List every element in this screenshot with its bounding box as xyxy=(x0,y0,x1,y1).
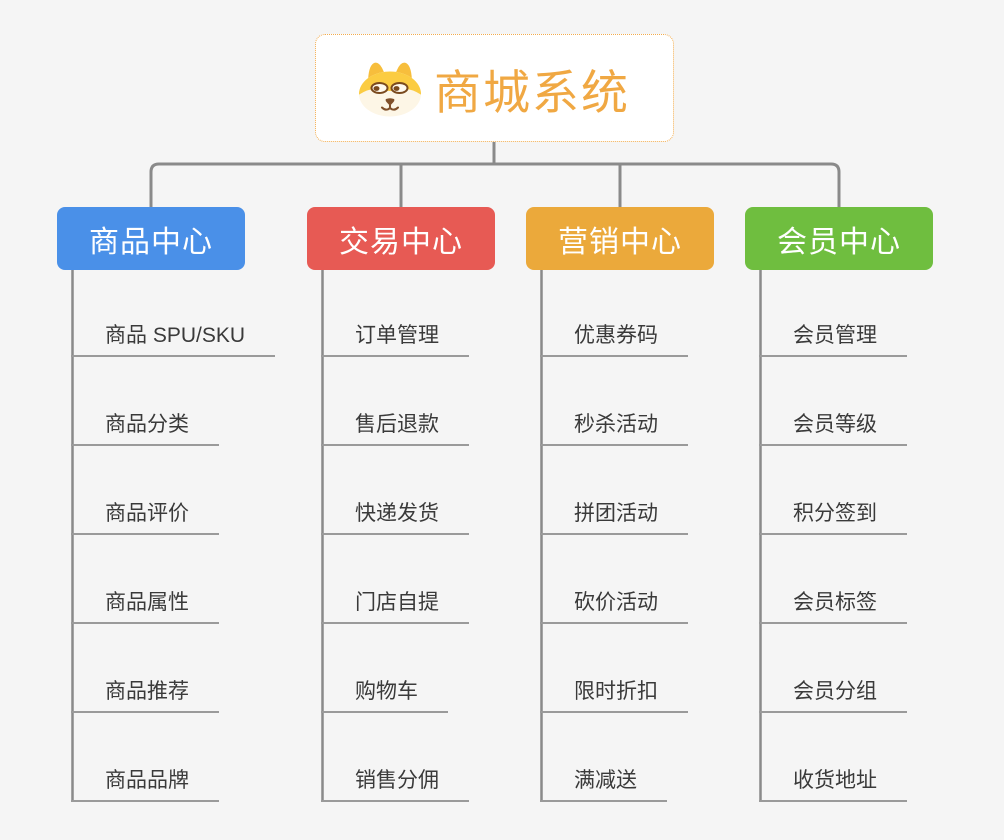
leaf-label: 商品 SPU/SKU xyxy=(105,324,246,347)
leaf-node[interactable]: 满减送 xyxy=(540,768,667,802)
leaf-node[interactable]: 商品品牌 xyxy=(71,768,219,802)
leaf-label: 订单管理 xyxy=(355,324,439,347)
leaf-label: 商品品牌 xyxy=(105,769,189,792)
leaf-node[interactable]: 会员标签 xyxy=(759,590,907,624)
branch-header-trade[interactable]: 交易中心 xyxy=(307,207,495,270)
leaf-label: 优惠券码 xyxy=(574,324,658,347)
leaf-node[interactable]: 快递发货 xyxy=(321,501,469,535)
leaf-label: 拼团活动 xyxy=(574,502,658,525)
leaf-node[interactable]: 限时折扣 xyxy=(540,679,688,713)
branch-header-products[interactable]: 商品中心 xyxy=(57,207,245,270)
branch-header-members[interactable]: 会员中心 xyxy=(745,207,933,270)
leaf-node[interactable]: 售后退款 xyxy=(321,412,469,446)
leaf-node[interactable]: 会员分组 xyxy=(759,679,907,713)
leaf-label: 销售分佣 xyxy=(355,769,439,792)
branch-label: 商品中心 xyxy=(89,225,213,259)
branch-label: 交易中心 xyxy=(339,225,463,259)
leaf-label: 商品属性 xyxy=(105,591,189,614)
leaf-node[interactable]: 会员管理 xyxy=(759,323,907,357)
leaf-node[interactable]: 商品分类 xyxy=(71,412,219,446)
leaf-label: 门店自提 xyxy=(355,591,439,614)
leaf-node[interactable]: 商品评价 xyxy=(71,501,219,535)
leaf-label: 限时折扣 xyxy=(574,680,658,703)
leaf-label: 会员等级 xyxy=(793,413,877,436)
leaf-node[interactable]: 会员等级 xyxy=(759,412,907,446)
leaf-label: 会员标签 xyxy=(793,591,877,614)
leaf-label: 商品分类 xyxy=(105,413,189,436)
leaf-label: 秒杀活动 xyxy=(574,413,658,436)
leaf-node[interactable]: 拼团活动 xyxy=(540,501,688,535)
leaf-node[interactable]: 收货地址 xyxy=(759,768,907,802)
dog-face-icon xyxy=(359,60,421,117)
leaf-node[interactable]: 商品 SPU/SKU xyxy=(71,323,276,357)
leaf-node[interactable]: 商品推荐 xyxy=(71,679,219,713)
leaf-label: 积分签到 xyxy=(793,502,877,525)
branch-header-marketing[interactable]: 营销中心 xyxy=(526,207,714,270)
leaf-node[interactable]: 优惠券码 xyxy=(540,323,688,357)
leaf-node[interactable]: 秒杀活动 xyxy=(540,412,688,446)
leaf-label: 商品推荐 xyxy=(105,680,189,703)
branch-label: 营销中心 xyxy=(558,225,682,259)
leaf-label: 会员管理 xyxy=(793,324,877,347)
leaf-node[interactable]: 商品属性 xyxy=(71,590,219,624)
leaf-node[interactable]: 销售分佣 xyxy=(321,768,469,802)
leaf-label: 砍价活动 xyxy=(574,591,658,614)
leaf-node[interactable]: 积分签到 xyxy=(759,501,907,535)
leaf-label: 会员分组 xyxy=(793,680,877,703)
leaf-label: 售后退款 xyxy=(355,413,439,436)
leaf-label: 快递发货 xyxy=(355,502,439,525)
leaf-label: 商品评价 xyxy=(105,502,189,525)
leaf-node[interactable]: 砍价活动 xyxy=(540,590,688,624)
leaf-node[interactable]: 门店自提 xyxy=(321,590,469,624)
branch-label: 会员中心 xyxy=(777,225,901,259)
root-title: 商城系统 xyxy=(434,65,630,119)
leaf-label: 满减送 xyxy=(574,769,637,792)
leaf-label: 收货地址 xyxy=(793,769,877,792)
leaf-node[interactable]: 购物车 xyxy=(321,679,448,713)
leaf-node[interactable]: 订单管理 xyxy=(321,323,469,357)
leaf-label: 购物车 xyxy=(355,680,418,703)
root-node[interactable]: 商城系统 xyxy=(315,34,674,142)
